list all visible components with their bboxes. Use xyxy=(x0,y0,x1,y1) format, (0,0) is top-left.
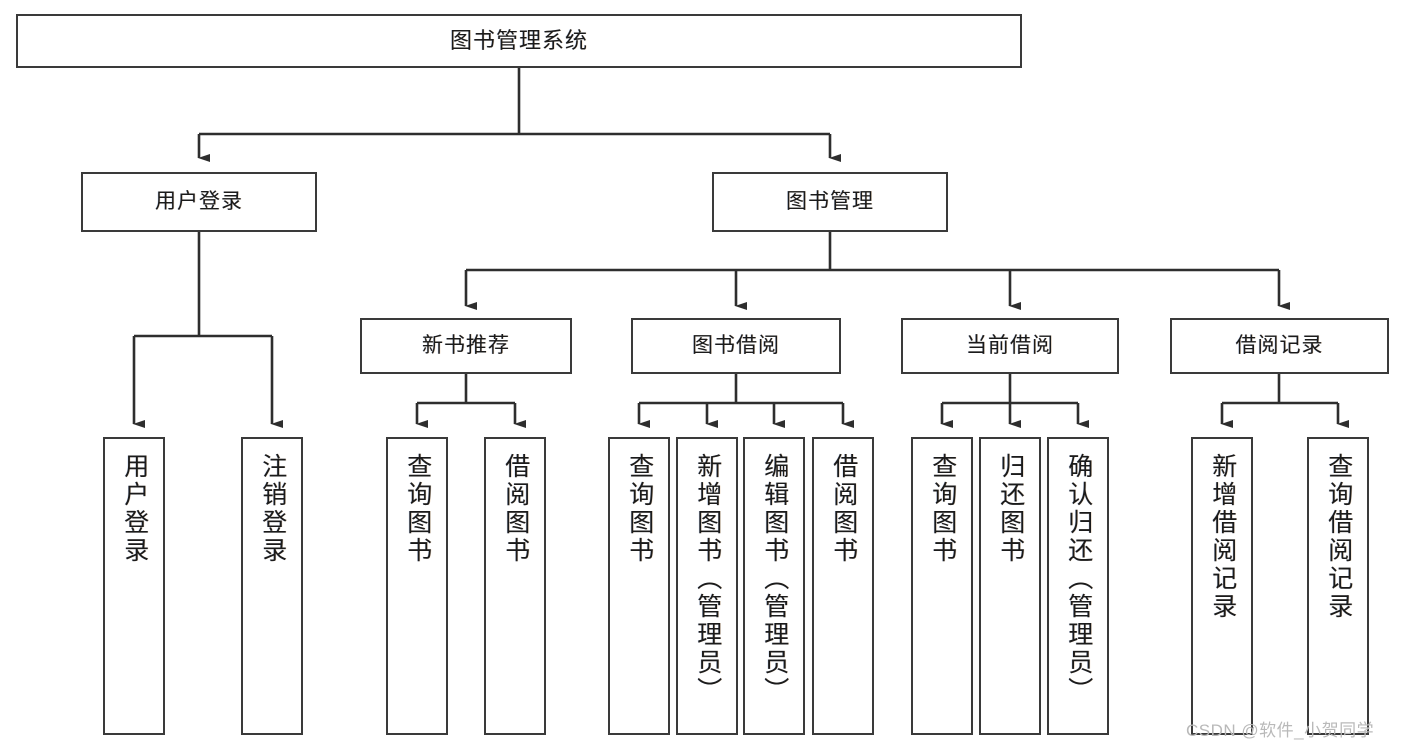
node-label: 图书管理系统 xyxy=(449,28,588,54)
leaf-query-book-recommend[interactable]: 查询图书 xyxy=(386,437,448,735)
node-new-book-recommend[interactable]: 新书推荐 xyxy=(360,318,572,374)
leaf-add-borrow-record[interactable]: 新增借阅记录 xyxy=(1191,437,1253,735)
node-label: 借阅图书 xyxy=(501,453,530,565)
node-label: 当前借阅 xyxy=(966,333,1054,357)
leaf-return-book[interactable]: 归还图书 xyxy=(979,437,1041,735)
leaf-edit-book-admin[interactable]: 编辑图书（管理员） xyxy=(743,437,805,735)
leaf-add-book-admin[interactable]: 新增图书（管理员） xyxy=(676,437,738,735)
node-label: 注销登录 xyxy=(258,453,287,565)
node-label: 图书管理 xyxy=(786,189,874,213)
leaf-confirm-return-admin[interactable]: 确认归还（管理员） xyxy=(1047,437,1109,735)
node-label: 确认归还（管理员） xyxy=(1064,453,1093,705)
node-borrow-records[interactable]: 借阅记录 xyxy=(1170,318,1389,374)
node-label: 查询图书 xyxy=(403,453,432,565)
node-label: 用户登录 xyxy=(120,453,149,565)
leaf-query-borrow-record[interactable]: 查询借阅记录 xyxy=(1307,437,1369,735)
leaf-logout[interactable]: 注销登录 xyxy=(241,437,303,735)
node-label: 查询借阅记录 xyxy=(1324,453,1353,621)
leaf-user-login[interactable]: 用户登录 xyxy=(103,437,165,735)
node-current-borrow[interactable]: 当前借阅 xyxy=(901,318,1119,374)
node-label: 图书借阅 xyxy=(692,333,780,357)
node-label: 新书推荐 xyxy=(422,333,510,357)
node-root-system[interactable]: 图书管理系统 xyxy=(16,14,1022,68)
node-label: 编辑图书（管理员） xyxy=(760,453,789,705)
node-label: 用户登录 xyxy=(155,189,243,213)
leaf-borrow-book[interactable]: 借阅图书 xyxy=(812,437,874,735)
node-label: 借阅图书 xyxy=(829,453,858,565)
node-label: 归还图书 xyxy=(996,453,1025,565)
leaf-query-book-current[interactable]: 查询图书 xyxy=(911,437,973,735)
node-label: 借阅记录 xyxy=(1235,333,1324,357)
leaf-borrow-book-recommend[interactable]: 借阅图书 xyxy=(484,437,546,735)
node-label: 查询图书 xyxy=(928,453,957,565)
node-user-login[interactable]: 用户登录 xyxy=(81,172,317,232)
node-label: 查询图书 xyxy=(625,453,654,565)
node-label: 新增借阅记录 xyxy=(1208,453,1237,621)
node-book-borrow[interactable]: 图书借阅 xyxy=(631,318,841,374)
node-book-management[interactable]: 图书管理 xyxy=(712,172,948,232)
leaf-query-book-borrow[interactable]: 查询图书 xyxy=(608,437,670,735)
node-label: 新增图书（管理员） xyxy=(693,453,722,705)
